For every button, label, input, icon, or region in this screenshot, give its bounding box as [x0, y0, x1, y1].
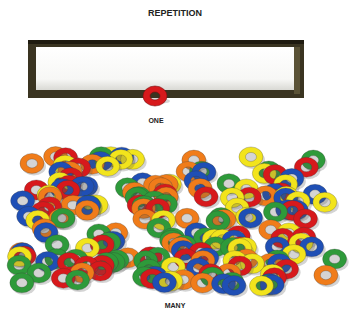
ring — [194, 187, 220, 209]
ring — [222, 275, 248, 297]
ring — [249, 276, 275, 298]
ring-body — [194, 187, 218, 207]
ring — [20, 153, 46, 175]
ring — [75, 200, 101, 222]
ring-body — [206, 211, 230, 231]
caption-label: MANY — [165, 302, 186, 310]
ring-body — [96, 156, 120, 176]
tray-rim — [28, 40, 304, 44]
single-ring — [143, 86, 167, 106]
ring-body — [249, 276, 273, 296]
tray-side — [294, 47, 300, 94]
ring-body — [222, 275, 246, 295]
ring — [96, 156, 122, 178]
ring-body — [239, 208, 263, 228]
ring-body — [152, 272, 176, 292]
ring-body — [190, 273, 214, 293]
ring — [152, 272, 178, 294]
title: REPETITION — [148, 9, 202, 19]
ring-body — [314, 265, 338, 285]
ring — [314, 265, 340, 287]
tray-inside — [36, 47, 294, 90]
ring — [313, 192, 339, 214]
ring-body — [263, 202, 287, 222]
tray — [28, 40, 304, 106]
tray-frame — [28, 40, 304, 98]
ring-body — [313, 192, 337, 212]
ring-body — [20, 153, 44, 173]
ring — [65, 270, 91, 292]
ring-body — [65, 270, 89, 290]
ring-body — [75, 200, 99, 220]
ring-pile — [7, 147, 348, 298]
caption-label: ONE — [148, 117, 163, 125]
ring — [10, 273, 36, 295]
ring-body — [10, 273, 34, 293]
